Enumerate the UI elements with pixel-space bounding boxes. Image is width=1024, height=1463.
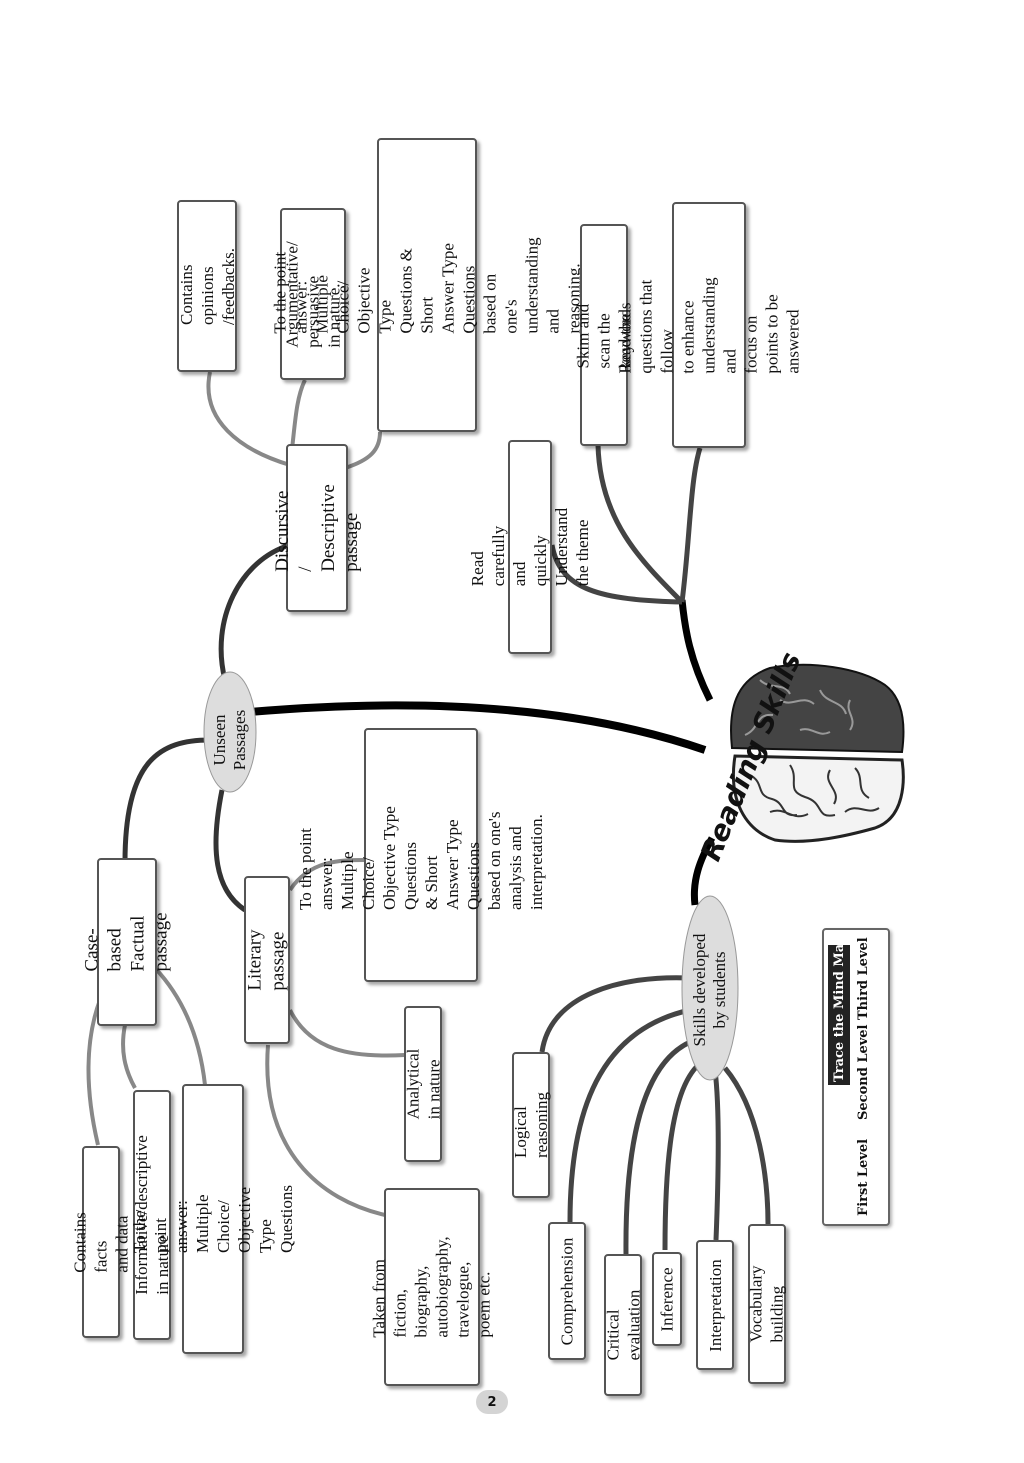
connector-skills-2	[567, 1007, 691, 1223]
connector-disc-3	[344, 431, 382, 470]
node-inference: Inference	[652, 1252, 682, 1346]
skills-label: Skills developed by students	[690, 933, 729, 1047]
node-comprehension: Comprehension	[548, 1222, 586, 1360]
connector-lit-2	[288, 1009, 406, 1058]
connector-lit-3	[265, 1044, 386, 1217]
node-vocabulary-building: Vocabulary building	[747, 1224, 787, 1384]
connector-skills-3	[623, 1037, 696, 1256]
connector-case-2	[121, 1024, 137, 1089]
node-argumentative: Argumentative/ persuasive in nature.	[280, 208, 346, 380]
connector-skills-5	[712, 1069, 721, 1241]
node-logical-reasoning: Logical reasoning	[511, 1052, 551, 1198]
node-informative: Informative/descriptive in nature	[132, 1090, 172, 1340]
connector-unseen-case	[122, 737, 211, 863]
legend-third-level: Third Level	[856, 937, 871, 1020]
node-read-carefully: Read carefully and quickly Understand th…	[468, 440, 592, 654]
connector-tips-3	[679, 447, 703, 603]
node-critical-evaluation: Critical evaluation	[603, 1254, 643, 1396]
connector-skills-6	[723, 1066, 771, 1225]
legend-title-band	[828, 945, 850, 1085]
connector-disc-1	[206, 371, 291, 467]
page-number: 2	[476, 1390, 508, 1414]
node-case-answer: To the point answer: Multiple Choice/ Ob…	[130, 1084, 296, 1354]
connector-center-tips	[678, 599, 714, 702]
oval-unseen-passages	[203, 671, 257, 793]
legend-title: Trace the Mind Map	[832, 934, 847, 1082]
unseen-passages-label: Unseen Passages	[210, 709, 249, 771]
node-literary-passage: Literary passage	[244, 876, 290, 1044]
legend-box: Trace the Mind Map First Level Second Le…	[822, 928, 890, 1226]
connector-tips-2	[595, 444, 684, 604]
node-skim-and-scan: Skim and scan the keywords	[574, 224, 635, 446]
node-discursive-answer: To the point answer: Multiple Choice/ Ob…	[271, 138, 584, 432]
connector-center-unseen	[249, 701, 707, 754]
node-contains-facts: Contains facts and data	[71, 1146, 132, 1338]
connector-center-skills	[690, 836, 716, 906]
connector-case-3	[153, 966, 207, 1086]
connector-unseen-literary	[213, 789, 247, 913]
node-read-questions: Read the questions that follow to enhanc…	[616, 202, 803, 448]
oval-skills	[681, 895, 739, 1081]
node-discursive-passage: Discursive / Descriptive passage	[272, 444, 362, 612]
connector-lit-1	[288, 858, 366, 892]
brain-left-hemisphere	[731, 754, 905, 843]
node-taken-from-fiction: Taken from fiction, biography, autobiogr…	[370, 1188, 494, 1386]
legend-second-level: Second Level	[856, 1024, 871, 1121]
node-literary-answer: To the point answer: Multiple Choice/ Ob…	[296, 728, 546, 982]
node-case-based-passage: Case-based Factual passage	[82, 858, 172, 1026]
node-contains-opinions: Contains opinions /feedbacks.	[177, 200, 238, 372]
connector-unseen-discursive	[218, 542, 291, 681]
node-analytical: Analytical in nature	[403, 1006, 443, 1162]
connector-case-1	[86, 999, 102, 1146]
connector-skills-4	[662, 1057, 707, 1251]
connector-skills-1	[539, 975, 691, 1053]
node-interpretation: Interpretation	[696, 1240, 734, 1370]
brain-illustration	[730, 663, 905, 843]
connector-tips-1	[549, 544, 683, 605]
legend-first-level: First Level	[856, 1138, 871, 1216]
